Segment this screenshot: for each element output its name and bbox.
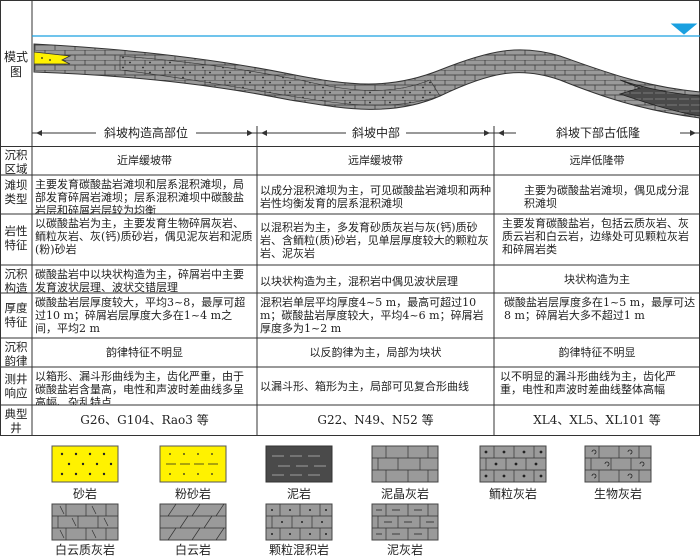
row-label-thickness: 厚度特征 (4, 301, 28, 329)
cell-structure-3: 块状构造为主 (564, 273, 630, 286)
zone-label-3: 斜坡下部古低隆 (516, 124, 680, 141)
cell-structure-2: 以块状构造为主，混积岩中偶见波状层理 (260, 275, 458, 288)
cell-area-2: 远岸缓坡带 (348, 154, 403, 167)
cell-thickness-3: 碳酸盐岩层厚度多在1~5 m，最厚可达8 m；碎屑岩大多不超过1 m (504, 296, 696, 322)
cell-wells-2: G22、N49、N52 等 (317, 414, 434, 427)
cell-rhythm-2: 以反韵律为主，局部为块状 (309, 346, 442, 359)
cell-area-1: 近岸缓坡带 (117, 154, 172, 167)
cell-bar-type-3: 主要为碳酸盐岩滩坝，偶见成分混积滩坝 (524, 184, 689, 210)
row-label-bar-type: 滩坝类型 (4, 178, 28, 206)
legend-label-bio: 生物灰岩 (593, 487, 642, 501)
legend-label-siltstone: 粉砂岩 (174, 487, 211, 501)
legend-label-oolite: 鲕粒灰岩 (488, 487, 537, 501)
row-label-rhythm: 沉积韵律 (4, 340, 28, 366)
zone-label-2: 斜坡中部 (346, 124, 406, 141)
cell-bar-type-2: 以成分混积滩坝为主，可见碳酸盐岩滩坝和两种岩性均衡发育的层系混积滩坝 (260, 184, 491, 210)
legend-swatch-oolite (479, 445, 547, 483)
legend-swatch-bio (584, 445, 652, 483)
row-label-wells: 典型井 (4, 407, 28, 435)
cell-thickness-2: 混积岩单层平均厚度4~5 m，最高可超过10 m；碳酸盐岩厚度较大，平均4~6 … (260, 296, 484, 335)
cell-logging-2: 以漏斗形、箱形为主，局部可见复合形曲线 (260, 380, 469, 393)
zone-label-1: 斜坡构造高部位 (96, 124, 196, 141)
legend-label-sandstone: 砂岩 (72, 487, 97, 501)
cell-wells-3: XL4、XL5、XL101 等 (533, 414, 661, 427)
cell-lithology-3: 主要发育碳酸盐岩，包括云质灰岩、灰质云岩和白云岩，边缘处可见颗粒灰岩和碎屑岩类 (502, 217, 689, 256)
cell-structure-1: 碳酸盐岩中以块状构造为主，碎屑岩中主要发育波状层理、波状交错层理 (35, 268, 244, 293)
cell-rhythm-1: 韵律特征不明显 (106, 346, 183, 359)
cell-logging-3: 以不明显的漏斗形曲线为主，齿化严重，电性和声波时差曲线整体高幅 (500, 370, 676, 396)
legend-swatch-dolomite (159, 503, 227, 541)
legend-swatch-siltstone (159, 445, 227, 483)
cell-area-3: 远岸低隆带 (569, 154, 625, 167)
legend-swatch-dolomitic (51, 503, 119, 541)
legend-label-dolomitic: 白云质灰岩 (54, 543, 115, 557)
legend-label-micrite: 泥晶灰岩 (380, 487, 429, 501)
legend-label-mixed: 颗粒混积岩 (268, 543, 329, 557)
oolitic-zone (119, 55, 441, 106)
cell-logging-1: 以箱形、漏斗形曲线为主，齿化严重，由于碳酸盐岩含量高，电性和声波时差曲线多呈高幅… (35, 370, 244, 405)
cell-lithology-1: 以碳酸盐岩为主，主要发育生物碎屑灰岩、鲕粒灰岩、灰(钙)质砂岩，偶见泥灰岩和泥质… (35, 217, 253, 256)
cell-wells-1: G26、G104、Rao3 等 (80, 414, 209, 427)
legend-swatch-mixed (265, 503, 333, 541)
cell-rhythm-3: 韵律特征不明显 (558, 346, 636, 359)
legend-swatch-marl (371, 503, 439, 541)
row-label-structure: 沉积构造 (4, 267, 28, 293)
row-label-lithology: 岩性特征 (4, 224, 28, 252)
cell-bar-type-1: 主要发育碳酸盐岩滩坝和层系混积滩坝，局部发育碎屑岩滩坝；层系混积滩坝中碳酸盐岩层… (35, 178, 244, 214)
legend-label-marl: 泥灰岩 (386, 543, 423, 557)
water-level-icon (670, 23, 698, 35)
model-label: 模式图 (3, 50, 28, 79)
legend-swatch-mudstone (265, 445, 333, 483)
legend-swatch-micrite (371, 445, 439, 483)
carbonate-ramp-body (33, 43, 700, 119)
cell-thickness-1: 碳酸盐岩层厚度较大，平均3~8，最厚可超过10 m；碎屑岩层厚度大多在1~4 m… (35, 296, 246, 335)
sandstone-wedge (33, 51, 72, 65)
legend-swatches (51, 445, 652, 541)
legend-swatch-sandstone (51, 445, 119, 483)
legend-label-dolomite: 白云岩 (174, 543, 211, 557)
legend-label-mudstone: 泥岩 (286, 487, 311, 501)
cell-lithology-2: 以混积岩为主，多发育砂质灰岩与灰(钙)质砂岩、含鲕粒(质)砂岩，见单层厚度较大的… (260, 221, 489, 260)
row-label-logging: 测井响应 (4, 372, 28, 400)
row-label-area: 沉积区域 (4, 148, 28, 174)
